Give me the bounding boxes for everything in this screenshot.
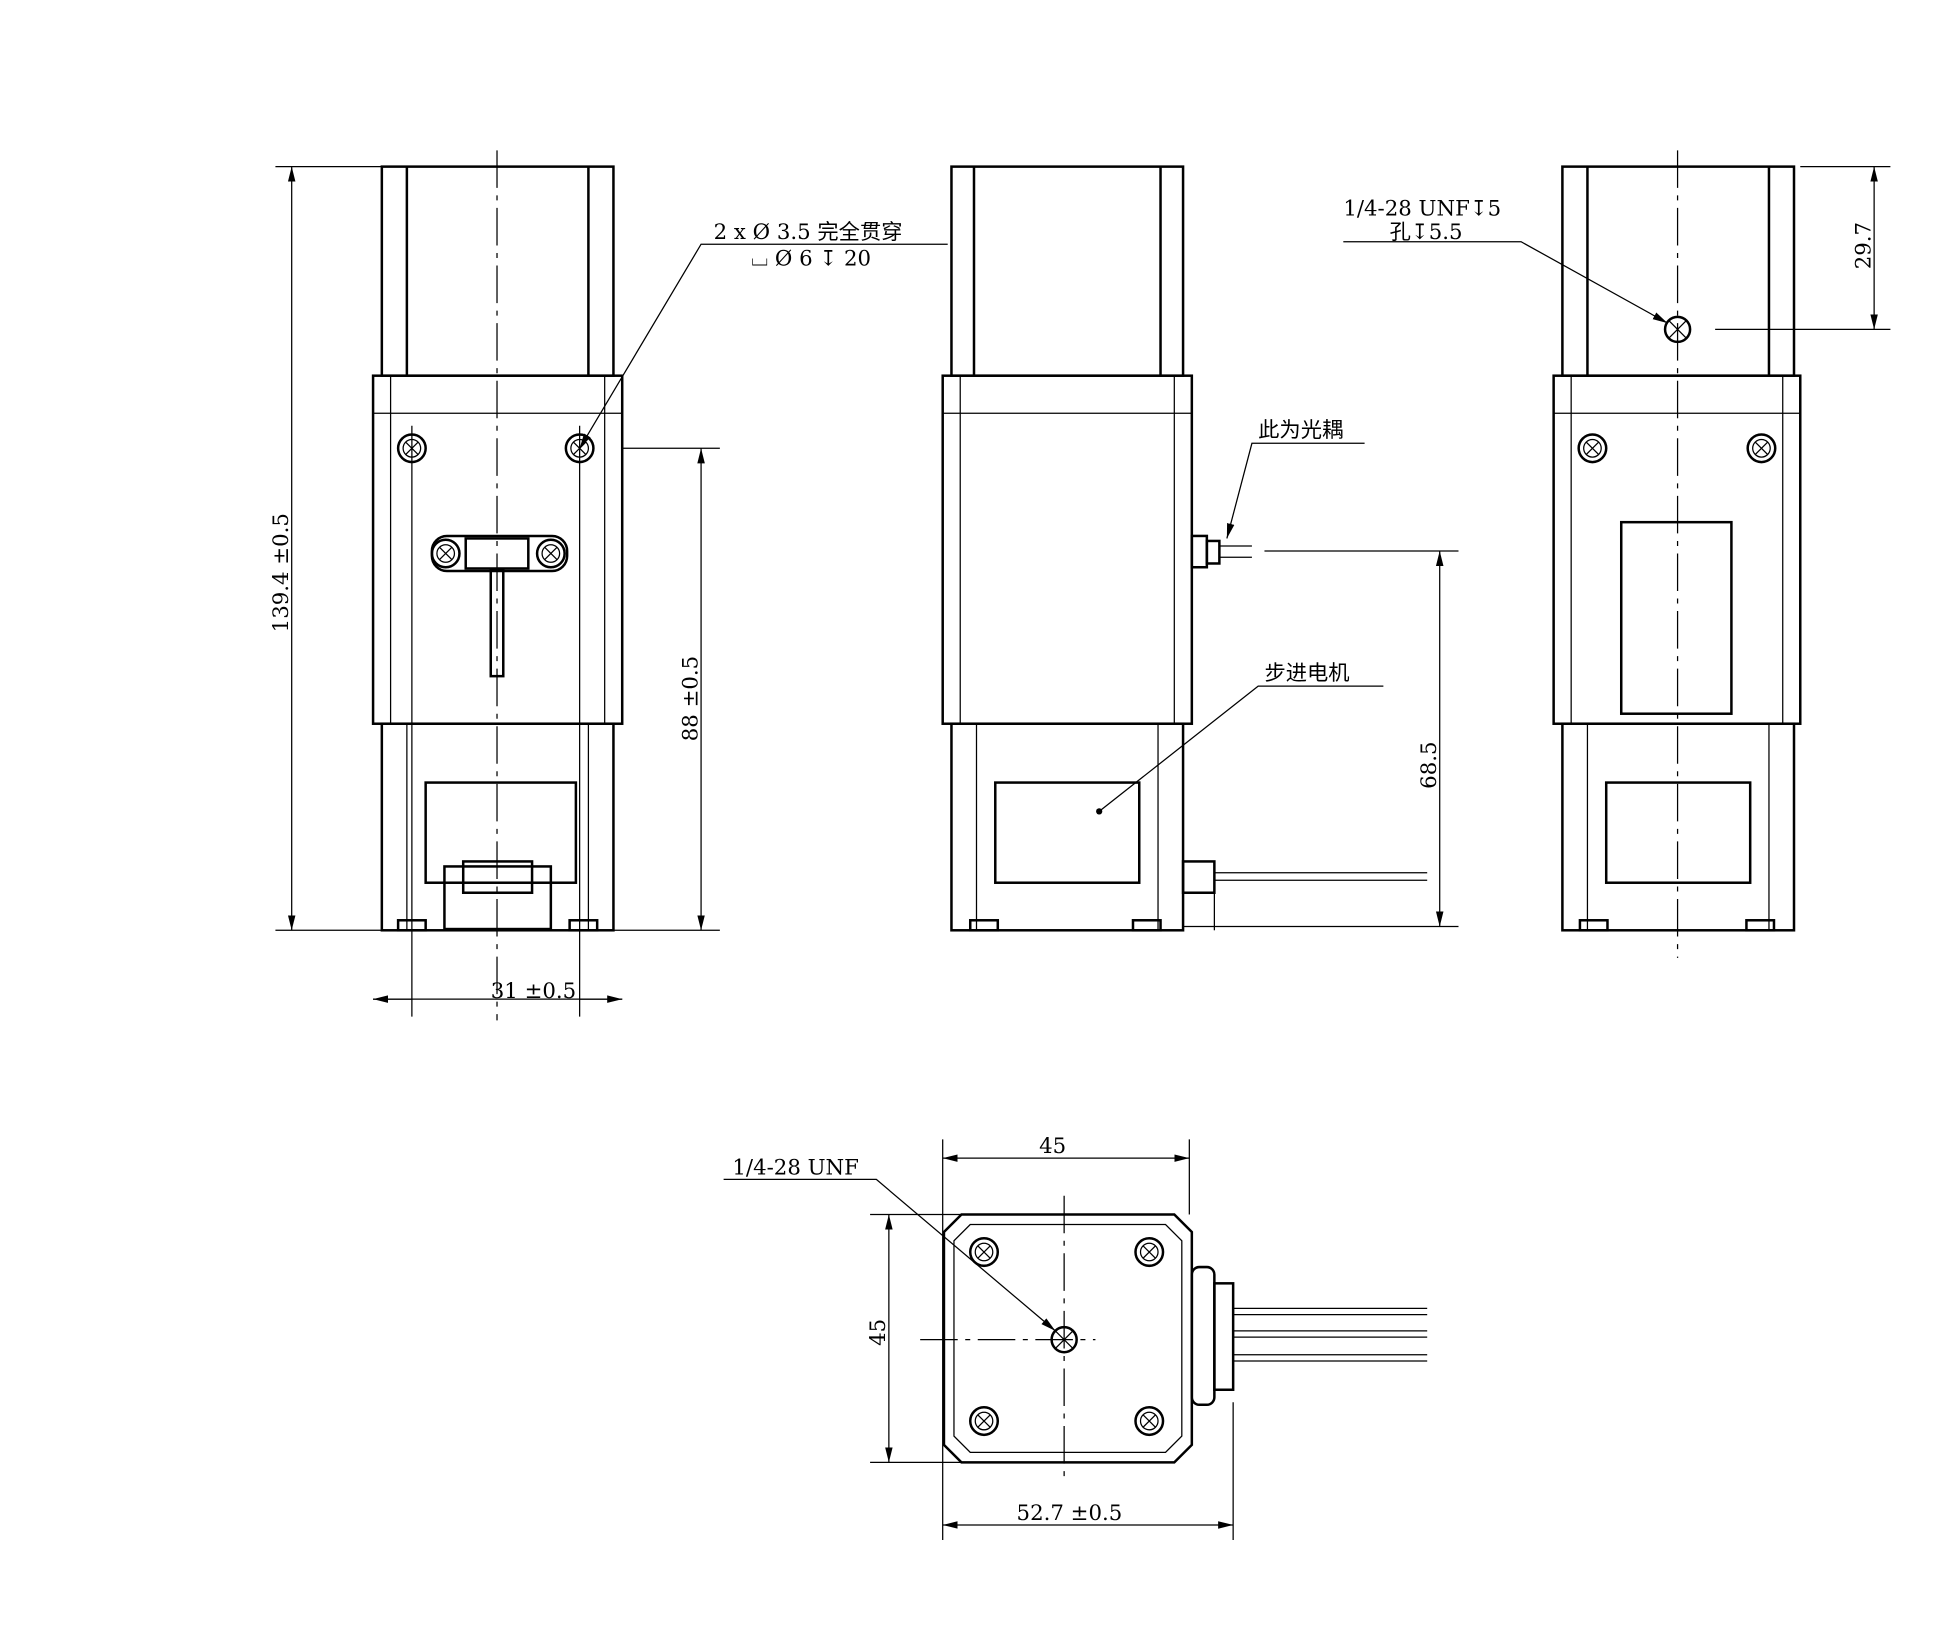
- dim-hole-height: 88 ±0.5: [678, 656, 703, 741]
- front-view: 139.4 ±0.5 88 ±0.5 31 ±0.5 2 x Ø 3.5 完全贯…: [269, 150, 948, 1021]
- optocoupler: [1190, 534, 1252, 569]
- optical-sensor-bracket: [430, 534, 569, 678]
- side-view: 68.5 此为光耦 步进电机: [941, 165, 1459, 932]
- bottom-view: 45 45 52.7 ±0.5 1/4-28 UNF: [723, 1134, 1428, 1540]
- threaded-hole-icon: [1663, 315, 1692, 344]
- dim-hole-spacing: 31 ±0.5: [491, 979, 576, 1004]
- hole-note-line2: ⌴ Ø 6 ↧ 20: [751, 247, 871, 272]
- hole-note-line1: 2 x Ø 3.5 完全贯穿: [714, 220, 903, 245]
- dim-total-height: 139.4 ±0.5: [269, 513, 294, 632]
- thread-note-line1: 1/4-28 UNF↧5: [1343, 196, 1501, 221]
- dim-optocoupler-height: 68.5: [1417, 741, 1442, 788]
- dim-hole-from-top: 29.7: [1851, 222, 1876, 269]
- thread-note-line2: 孔↧5.5: [1390, 220, 1463, 245]
- dim-depth: 45: [866, 1319, 891, 1346]
- dim-width: 45: [1039, 1134, 1066, 1159]
- wires: [1190, 1265, 1428, 1407]
- thread-note: 1/4-28 UNF: [732, 1155, 859, 1180]
- rear-view: 29.7 1/4-28 UNF↧5 孔↧5.5: [1343, 150, 1891, 958]
- dim-overall-width: 52.7 ±0.5: [1017, 1501, 1123, 1526]
- label-optocoupler: 此为光耦: [1258, 418, 1343, 443]
- label-stepper-motor: 步进电机: [1264, 661, 1349, 686]
- cable: [1181, 860, 1428, 931]
